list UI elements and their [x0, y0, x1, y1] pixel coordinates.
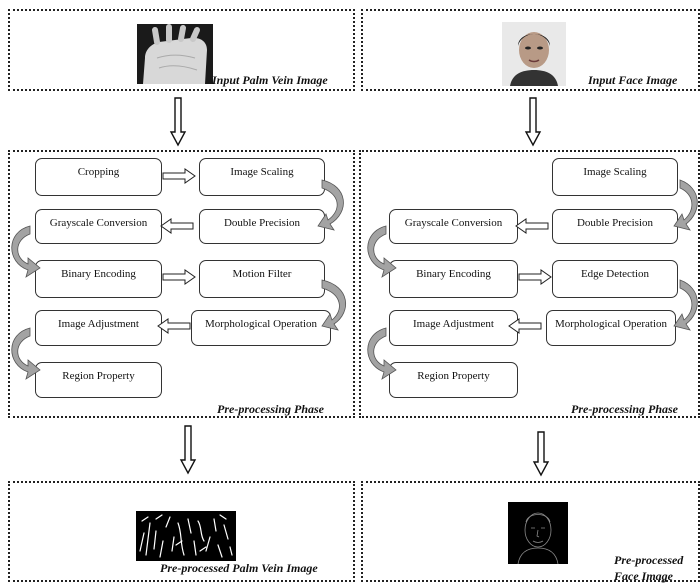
- step-image-adjustment: Image Adjustment: [35, 310, 162, 346]
- down-arrow-palm-top: [169, 97, 187, 147]
- face-output-caption-line2: Face Image: [614, 569, 673, 583]
- curve-scaling-to-double: [317, 179, 344, 231]
- face-step-double-precision: Double Precision: [552, 209, 678, 244]
- curve-adjust-to-region: [11, 327, 41, 380]
- palm-output-caption: Pre-processed Palm Vein Image: [160, 561, 318, 575]
- face-curve-adjust-to-region: [367, 327, 397, 380]
- face-input-caption: Input Face Image: [588, 73, 678, 87]
- palm-input-panel: Input Palm Vein Image: [8, 9, 355, 91]
- palm-output-panel: Pre-processed Palm Vein Image: [8, 481, 355, 582]
- face-step-image-adjustment: Image Adjustment: [389, 310, 518, 346]
- curve-grayscale-to-binary: [11, 225, 41, 278]
- step-cropping: Cropping: [35, 158, 162, 196]
- face-step-region-property: Region Property: [389, 362, 518, 398]
- face-curve-edge-to-morph: [673, 279, 698, 331]
- palm-image: [137, 24, 213, 84]
- down-arrow-palm-bottom: [179, 425, 197, 475]
- face-step-binary-encoding: Binary Encoding: [389, 260, 518, 298]
- step-morphological-operation: Morphological Operation: [191, 310, 331, 346]
- palm-phase-caption: Pre-processing Phase: [217, 402, 324, 416]
- arrow-binary-to-motion: [162, 269, 196, 285]
- palm-vein-output-image: [136, 511, 236, 561]
- down-arrow-face-top: [524, 97, 542, 147]
- palm-input-caption: Input Palm Vein Image: [212, 73, 328, 87]
- step-motion-filter: Motion Filter: [199, 260, 325, 298]
- face-output-caption-line1: Pre-processed: [614, 553, 684, 567]
- step-double-precision: Double Precision: [199, 209, 325, 244]
- face-curve-scaling-to-double: [673, 179, 698, 231]
- face-image: [502, 22, 566, 86]
- step-image-scaling: Image Scaling: [199, 158, 325, 196]
- face-step-morphological-operation: Morphological Operation: [546, 310, 676, 346]
- arrow-morph-to-adjust: [157, 318, 191, 334]
- down-arrow-face-bottom: [532, 431, 550, 477]
- face-curve-grayscale-to-binary: [367, 225, 397, 278]
- arrow-double-to-grayscale: [160, 218, 194, 234]
- face-step-image-scaling: Image Scaling: [552, 158, 678, 196]
- step-binary-encoding: Binary Encoding: [35, 260, 162, 298]
- face-arrow-morph-to-adjust: [508, 318, 542, 334]
- face-phase-caption: Pre-processing Phase: [571, 402, 678, 416]
- face-arrow-binary-to-edge: [518, 269, 552, 285]
- face-edge-output-image: [508, 502, 568, 564]
- curve-motion-to-morph: [321, 279, 347, 331]
- face-step-edge-detection: Edge Detection: [552, 260, 678, 298]
- face-input-panel: Input Face Image: [361, 9, 700, 91]
- face-preprocessing-panel: Image Scaling Grayscale Conversion Doubl…: [359, 150, 700, 418]
- face-step-grayscale-conversion: Grayscale Conversion: [389, 209, 518, 244]
- face-arrow-double-to-grayscale: [515, 218, 549, 234]
- step-region-property: Region Property: [35, 362, 162, 398]
- step-grayscale-conversion: Grayscale Conversion: [35, 209, 162, 244]
- arrow-cropping-to-scaling: [162, 168, 196, 184]
- palm-preprocessing-panel: Cropping Image Scaling Grayscale Convers…: [8, 150, 355, 418]
- face-output-panel: Pre-processed Face Image: [361, 481, 700, 583]
